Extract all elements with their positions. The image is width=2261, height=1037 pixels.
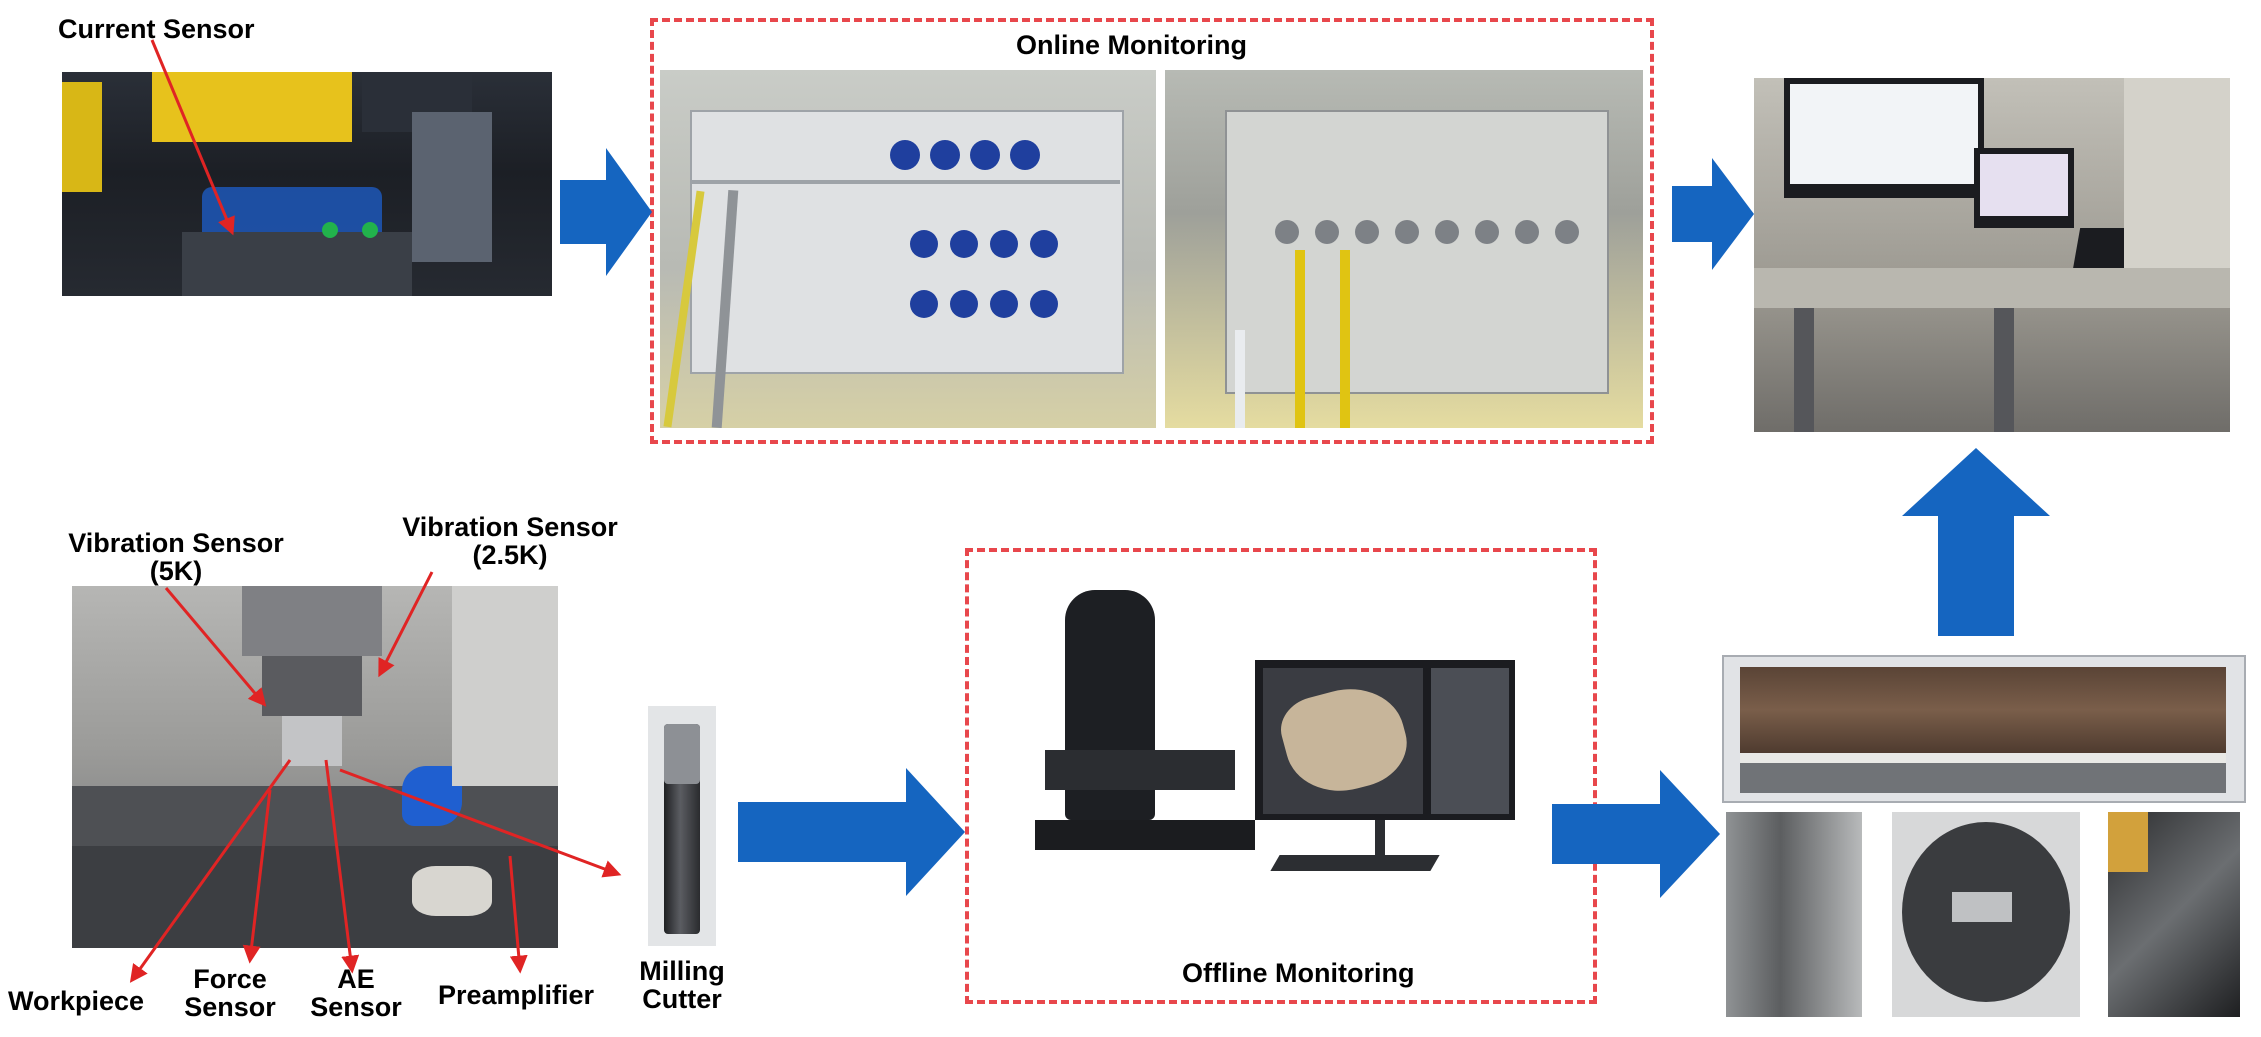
- workpiece-label: Workpiece: [8, 986, 145, 1016]
- ae-sensor-line2: Sensor: [310, 991, 402, 1022]
- red-pointer-line: [164, 587, 267, 707]
- red-pointer-line: [378, 571, 434, 678]
- wear-micrograph-2: [1892, 812, 2080, 1017]
- block-arrow-right: [738, 768, 965, 896]
- current-sensor-label: Current Sensor: [58, 14, 255, 44]
- red-pointer-line: [129, 759, 292, 983]
- preamplifier-label: Preamplifier: [438, 980, 595, 1010]
- daq-chassis-photo: [1165, 70, 1643, 428]
- red-pointer-line: [339, 768, 622, 878]
- force-sensor-label: Force Sensor: [180, 964, 280, 1022]
- force-sensor-line2: Sensor: [184, 991, 276, 1022]
- offline-monitoring-label: Offline Monitoring: [1182, 958, 1415, 988]
- acquisition-box-photo: [660, 70, 1156, 428]
- vibration-sensor-2-5k-line2: (2.5K): [472, 539, 548, 570]
- vibration-sensor-2-5k-label: Vibration Sensor (2.5K): [362, 512, 658, 570]
- vibration-sensor-5k-line2: (5K): [149, 555, 203, 586]
- red-pointer-line: [150, 39, 235, 236]
- online-monitoring-label: Online Monitoring: [1016, 30, 1247, 60]
- block-arrow-right: [1672, 158, 1754, 270]
- red-pointer-line: [324, 759, 360, 974]
- ae-sensor-line1: AE: [337, 964, 375, 994]
- online-monitoring-frame: [650, 18, 1654, 444]
- milling-cutter-label: Milling Cutter: [626, 956, 738, 1014]
- vibration-sensor-2-5k-line1: Vibration Sensor: [402, 512, 618, 542]
- block-arrow-right: [560, 148, 652, 276]
- tool-wear-strip-photo: [1722, 655, 2246, 803]
- milling-cutter-line2: Cutter: [642, 983, 722, 1014]
- block-arrow-right: [1552, 770, 1720, 898]
- milling-machine-photo: [72, 586, 558, 948]
- vibration-sensor-5k-label: Vibration Sensor (5K): [28, 528, 324, 586]
- red-pointer-line: [242, 789, 272, 964]
- force-sensor-line1: Force: [193, 964, 267, 994]
- offline-monitoring-frame: [965, 548, 1597, 1004]
- milling-cutter-line1: Milling: [639, 956, 725, 986]
- workstation-photo: [1754, 78, 2230, 432]
- ae-sensor-label: AE Sensor: [306, 964, 406, 1022]
- block-arrow-up: [1902, 448, 2050, 636]
- vibration-sensor-5k-line1: Vibration Sensor: [68, 528, 284, 558]
- wear-micrograph-1: [1726, 812, 1862, 1017]
- red-pointer-line: [508, 855, 528, 974]
- wear-micrograph-3: [2108, 812, 2240, 1017]
- milling-cutter-photo: [648, 706, 716, 946]
- microscope-photo: [1035, 580, 1515, 890]
